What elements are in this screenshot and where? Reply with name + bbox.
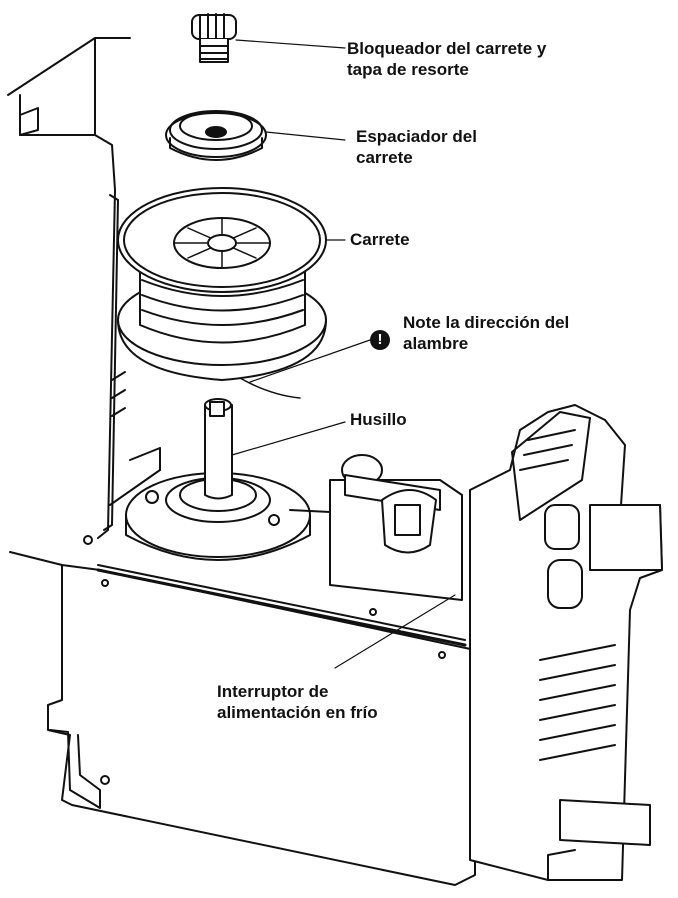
wire-direction-note: ! Note la dirección del alambre — [370, 312, 570, 354]
spool-spacer — [165, 110, 267, 161]
spool-label-line1: Carrete — [350, 230, 410, 249]
leader-line-spindle — [231, 421, 346, 456]
spool-label: Carrete — [350, 229, 410, 250]
wire-spool — [117, 187, 327, 399]
spindle-label: Husillo — [350, 409, 407, 430]
leader-lines — [231, 39, 456, 669]
exclamation-circle-icon: ! — [370, 328, 396, 350]
spool-lock-cap — [191, 13, 237, 63]
wire-direction-label-line1: Note la dirección del — [403, 313, 570, 332]
wire-drive-assembly — [289, 454, 463, 601]
spindle — [109, 398, 311, 561]
leader-line-spool-lock — [235, 39, 346, 49]
leader-line-cold-switch — [334, 594, 456, 669]
spindle-label-line1: Husillo — [350, 410, 407, 429]
leader-line-wire-direction — [249, 339, 371, 383]
cold-switch-label-line1: Interruptor de — [217, 682, 329, 701]
cold-switch-label-line2: alimentación en frío — [217, 703, 378, 722]
spool-spacer-label: Espaciador del carrete — [356, 126, 477, 168]
front-housing — [469, 404, 663, 881]
leader-line-spool-spacer — [265, 131, 346, 141]
cold-switch-label: Interruptor de alimentación en frío — [217, 681, 378, 723]
spool-lock-label-line2: tapa de resorte — [347, 60, 469, 79]
spool-lock-label: Bloqueador del carrete y tapa de resorte — [347, 38, 546, 80]
wire-direction-label-line2: alambre — [403, 334, 469, 353]
spool-spacer-label-line1: Espaciador del — [356, 127, 477, 146]
spool-spacer-label-line2: carrete — [356, 148, 413, 167]
spool-lock-label-line1: Bloqueador del carrete y — [347, 39, 547, 58]
cabinet-side-panel — [7, 37, 131, 539]
